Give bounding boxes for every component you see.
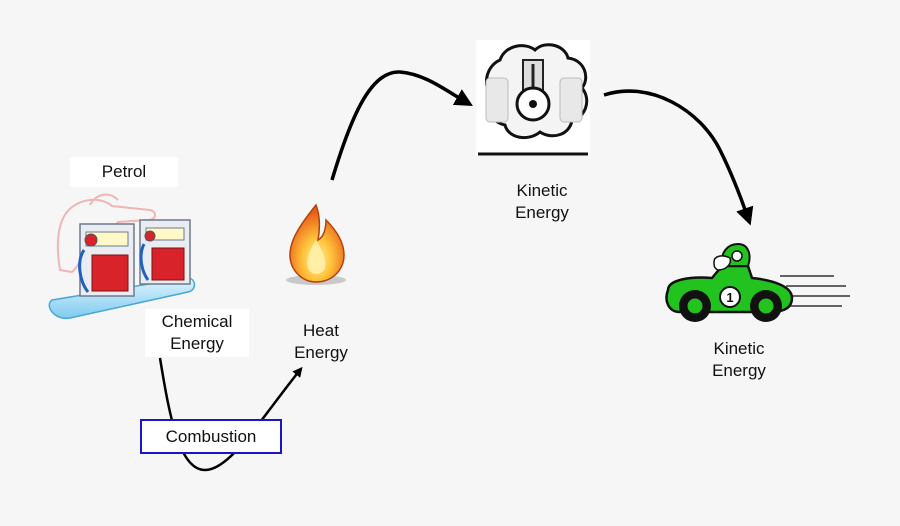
car-kinetic-energy-line2: Energy [712,361,766,380]
arrow-chemical-to-combustion-to-heat [158,357,303,472]
chemical-energy-line2: Energy [170,334,224,353]
chemical-energy-label: Chemical Energy [145,309,249,357]
arrow-engine-to-car [603,89,754,226]
flame-icon [286,203,346,285]
heat-energy-line2: Energy [294,343,348,362]
heat-energy-line1: Heat [303,321,339,340]
petrol-pump-icon [48,193,196,320]
race-car-icon: 1 [665,242,850,322]
car-kinetic-energy-line1: Kinetic [713,339,765,358]
car-kinetic-energy-label: Kinetic Energy [697,338,781,382]
chemical-energy-line1: Chemical [161,312,233,331]
car-number: 1 [726,290,733,305]
petrol-label: Petrol [70,157,178,187]
engine-kinetic-energy-line1: Kinetic [516,181,568,200]
engine-kinetic-energy-line2: Energy [515,203,569,222]
engine-piston-icon [476,40,590,156]
engine-kinetic-energy-label: Kinetic Energy [500,180,584,224]
combustion-box: Combustion [140,419,282,454]
arrow-heat-to-engine [330,70,473,181]
heat-energy-label: Heat Energy [283,320,359,364]
